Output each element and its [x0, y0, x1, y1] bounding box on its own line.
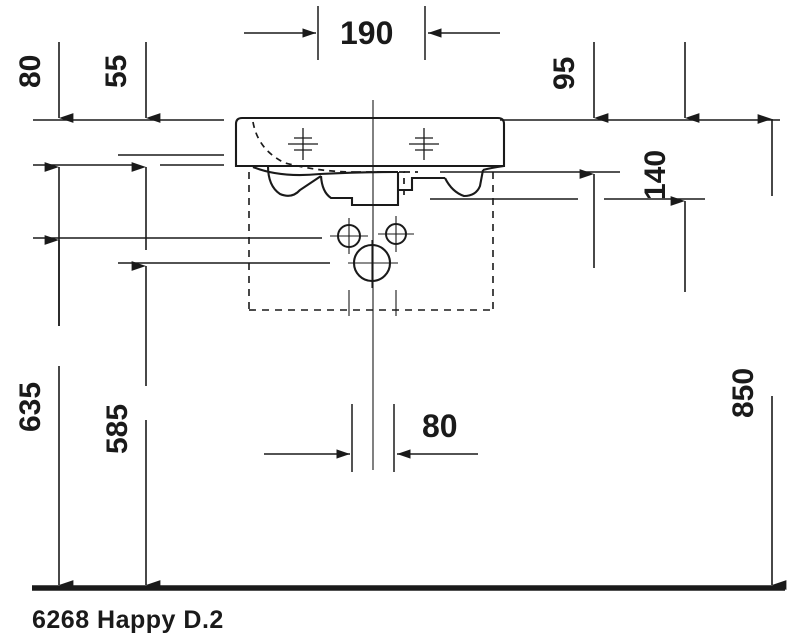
dimension-635-label: 635 [14, 382, 47, 432]
dashed-cabinet-outline [248, 172, 494, 311]
mounting-cross-left [288, 128, 318, 160]
tap-hole-right [378, 216, 414, 252]
underside-right-ledge [398, 176, 445, 192]
underside-bowl-sweep [252, 166, 399, 177]
dimension-585: 585 [101, 261, 161, 590]
dimension-635: 635 [14, 162, 74, 590]
bowl-hidden-curve [252, 121, 356, 173]
mounting-cross-markers [288, 128, 439, 160]
dimension-95: 95 [548, 42, 609, 268]
dimension-850-label: 850 [727, 368, 760, 418]
dimension-95-label: 95 [548, 57, 581, 90]
dimension-850: 850 [727, 114, 787, 590]
dimension-585-label: 585 [101, 404, 134, 454]
dimension-55-label: 55 [100, 55, 133, 88]
dimension-55: 55 [100, 42, 161, 250]
hole-markers [330, 216, 414, 316]
dimension-80-top: 80 [14, 42, 74, 123]
dimension-190-label: 190 [340, 15, 393, 51]
waste-pedestal [319, 172, 400, 207]
underside-right-sweep [482, 164, 505, 172]
waste-outlet-circle [348, 240, 398, 288]
underside-right-rib [444, 169, 485, 198]
dimension-140-label: 140 [639, 150, 672, 200]
dimension-80-bottom: 80 [264, 404, 478, 472]
dimension-80-top-label: 80 [14, 55, 47, 88]
model-title-label: 6268 Happy D.2 [32, 606, 224, 634]
dimension-140: 140 [639, 42, 700, 292]
dimension-190: 190 [244, 6, 500, 60]
underside-left-rib [266, 165, 322, 197]
dimension-80-bottom-label: 80 [422, 408, 458, 444]
tap-hole-left [330, 218, 368, 254]
mounting-cross-right [409, 128, 439, 160]
